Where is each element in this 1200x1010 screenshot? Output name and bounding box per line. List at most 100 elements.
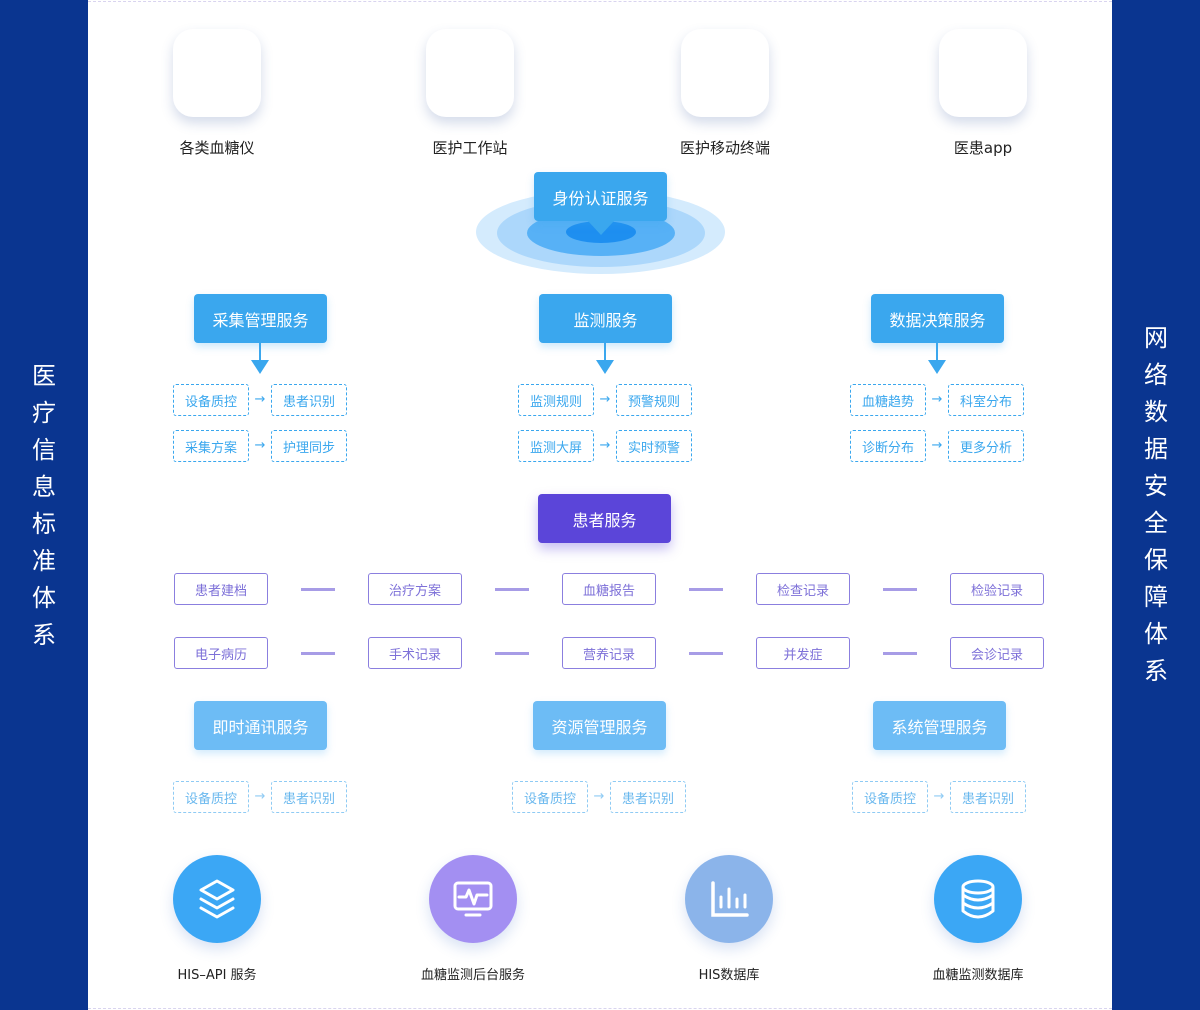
patient-record-box[interactable]: 患者建档 — [174, 573, 268, 605]
right-sidebar: 网络数据安全保障体系 — [1112, 0, 1200, 1010]
patient-connector-line — [495, 652, 529, 655]
support-sub-box[interactable]: 患者识别 — [610, 781, 686, 813]
sidebar-char: 准 — [32, 547, 56, 575]
sub-service-box[interactable]: 血糖趋势 — [850, 384, 926, 416]
flow-arrow: → — [254, 438, 266, 453]
left-sidebar: 医疗信息标准体系 — [0, 0, 88, 1010]
flow-arrow: → — [933, 789, 945, 804]
sidebar-char: 络 — [1144, 361, 1168, 389]
patient-connector-line — [689, 652, 723, 655]
backend-label-his-api: HIS–API 服务 — [177, 968, 257, 983]
patient-record-box[interactable]: 会诊记录 — [950, 637, 1044, 669]
group-connector-arrow — [596, 360, 614, 374]
flow-arrow: → — [254, 392, 266, 407]
patient-record-box[interactable]: 治疗方案 — [368, 573, 462, 605]
identity-pointer — [588, 221, 614, 235]
sidebar-char: 保 — [1144, 546, 1168, 574]
patient-connector-line — [883, 588, 917, 591]
patient-record-box[interactable]: 营养记录 — [562, 637, 656, 669]
sidebar-char: 数 — [1144, 398, 1168, 426]
sub-service-box[interactable]: 设备质控 — [173, 384, 249, 416]
sidebar-char: 系 — [1144, 657, 1168, 685]
sidebar-char: 标 — [32, 510, 56, 538]
sidebar-char: 全 — [1144, 509, 1168, 537]
monitor-pulse-icon — [429, 855, 517, 943]
patient-connector-line — [495, 588, 529, 591]
support-sub-box[interactable]: 设备质控 — [512, 781, 588, 813]
group-connector-line — [936, 343, 938, 360]
sidebar-char: 体 — [1144, 620, 1168, 648]
sub-service-box[interactable]: 护理同步 — [271, 430, 347, 462]
api-layers-icon — [173, 855, 261, 943]
sub-service-box[interactable]: 采集方案 — [173, 430, 249, 462]
glucose-meter-icon — [173, 29, 261, 117]
bar-chart-icon — [685, 855, 773, 943]
flow-arrow: → — [931, 438, 943, 453]
patient-connector-line — [301, 588, 335, 591]
group-connector-line — [259, 343, 261, 360]
backend-label-his-db: HIS数据库 — [698, 968, 760, 983]
sidebar-char: 医 — [32, 362, 56, 390]
patient-record-box[interactable]: 手术记录 — [368, 637, 462, 669]
group-connector-arrow — [928, 360, 946, 374]
support-service-box[interactable]: 系统管理服务 — [873, 701, 1006, 750]
backend-label-monitor-service: 血糖监测后台服务 — [420, 968, 525, 983]
service-group-box[interactable]: 数据决策服务 — [871, 294, 1004, 343]
support-sub-box[interactable]: 设备质控 — [173, 781, 249, 813]
app-phone-icon: APP — [939, 29, 1027, 117]
patient-record-box[interactable]: 血糖报告 — [562, 573, 656, 605]
sub-service-box[interactable]: 患者识别 — [271, 384, 347, 416]
backend-label-monitor-db: 血糖监测数据库 — [932, 968, 1024, 983]
device-label-workstation: 医护工作站 — [432, 139, 508, 157]
device-label-glucose-meter: 各类血糖仪 — [179, 139, 255, 157]
support-sub-box[interactable]: 患者识别 — [950, 781, 1026, 813]
sub-service-box[interactable]: 实时预警 — [616, 430, 692, 462]
patient-connector-line — [301, 652, 335, 655]
sidebar-char: 息 — [32, 473, 56, 501]
group-connector-line — [604, 343, 606, 360]
sub-service-box[interactable]: 诊断分布 — [850, 430, 926, 462]
patient-record-box[interactable]: 检查记录 — [756, 573, 850, 605]
flow-arrow: → — [599, 392, 611, 407]
identity-service-box[interactable]: 身份认证服务 — [534, 172, 667, 221]
patient-record-box[interactable]: 并发症 — [756, 637, 850, 669]
device-label-mobile-terminal: 医护移动终端 — [679, 139, 770, 157]
flow-arrow: → — [254, 789, 266, 804]
right-sidebar-text: 网络数据安全保障体系 — [1112, 320, 1200, 690]
sidebar-char: 疗 — [32, 399, 56, 427]
service-group-box[interactable]: 采集管理服务 — [194, 294, 327, 343]
sidebar-char: 安 — [1144, 472, 1168, 500]
patient-connector-line — [689, 588, 723, 591]
svg-text:APP: APP — [975, 63, 991, 72]
group-connector-arrow — [251, 360, 269, 374]
sub-service-box[interactable]: 监测规则 — [518, 384, 594, 416]
sidebar-char: 信 — [32, 436, 56, 464]
top-dashed-border — [88, 1, 1112, 2]
sub-service-box[interactable]: 科室分布 — [948, 384, 1024, 416]
patient-record-box[interactable]: 电子病历 — [174, 637, 268, 669]
sidebar-char: 体 — [32, 584, 56, 612]
patient-service-box[interactable]: 患者服务 — [538, 494, 671, 543]
flow-arrow: → — [593, 789, 605, 804]
support-sub-box[interactable]: 患者识别 — [271, 781, 347, 813]
device-label-app: 医患app — [953, 139, 1013, 157]
support-service-box[interactable]: 即时通讯服务 — [194, 701, 327, 750]
sub-service-box[interactable]: 监测大屏 — [518, 430, 594, 462]
sub-service-box[interactable]: 更多分析 — [948, 430, 1024, 462]
sidebar-char: 据 — [1144, 435, 1168, 463]
support-sub-box[interactable]: 设备质控 — [852, 781, 928, 813]
bottom-dashed-border — [88, 1008, 1112, 1009]
flow-arrow: → — [599, 438, 611, 453]
support-service-box[interactable]: 资源管理服务 — [533, 701, 666, 750]
service-group-box[interactable]: 监测服务 — [539, 294, 672, 343]
database-icon — [934, 855, 1022, 943]
patient-record-box[interactable]: 检验记录 — [950, 573, 1044, 605]
mobile-terminal-icon — [681, 29, 769, 117]
sidebar-char: 障 — [1144, 583, 1168, 611]
flow-arrow: → — [931, 392, 943, 407]
sidebar-char: 系 — [32, 621, 56, 649]
patient-connector-line — [883, 652, 917, 655]
sidebar-char: 网 — [1144, 324, 1168, 352]
sub-service-box[interactable]: 预警规则 — [616, 384, 692, 416]
